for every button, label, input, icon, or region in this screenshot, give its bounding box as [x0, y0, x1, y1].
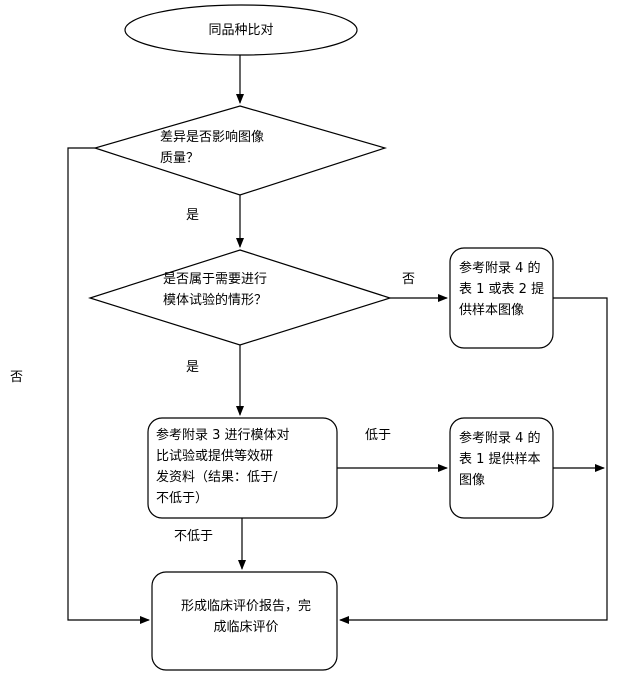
node-appendix4-table1-shape[interactable]: [449, 417, 554, 519]
node-end-report-shape[interactable]: [151, 571, 338, 671]
node-appendix3-phantom-shape[interactable]: [147, 417, 338, 519]
edge-label-not-below: 不低于: [174, 529, 214, 544]
node-appendix4-table12-shape[interactable]: [449, 247, 554, 349]
node-start-shape[interactable]: [124, 4, 358, 56]
edge-decision1-no-to-end-report: [67, 147, 150, 624]
edge-appendix4-table12-to-end-report: [339, 297, 608, 624]
edge-label-no-decision1: 否: [10, 370, 24, 385]
edge-label-yes-decision1: 是: [186, 208, 200, 223]
edge-label-below: 低于: [365, 428, 392, 443]
edge-label-no-decision2: 否: [402, 272, 416, 287]
node-decision-phantom-test-shape[interactable]: [88, 249, 392, 346]
node-decision-image-quality-shape[interactable]: [92, 105, 388, 196]
edge-label-yes-decision2: 是: [186, 360, 200, 375]
